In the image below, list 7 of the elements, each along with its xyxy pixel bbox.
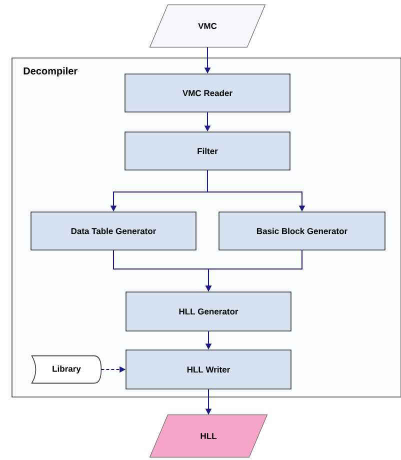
process-box: Data Table Generator — [30, 212, 196, 250]
process-box: Basic Block Generator — [218, 212, 386, 250]
process-box: HLL Generator — [126, 292, 292, 332]
process-box: HLL Writer — [126, 350, 292, 390]
process-box: VMC Reader — [124, 74, 290, 112]
process-box: Filter — [124, 132, 290, 170]
group-heading: Decompiler — [24, 67, 78, 76]
